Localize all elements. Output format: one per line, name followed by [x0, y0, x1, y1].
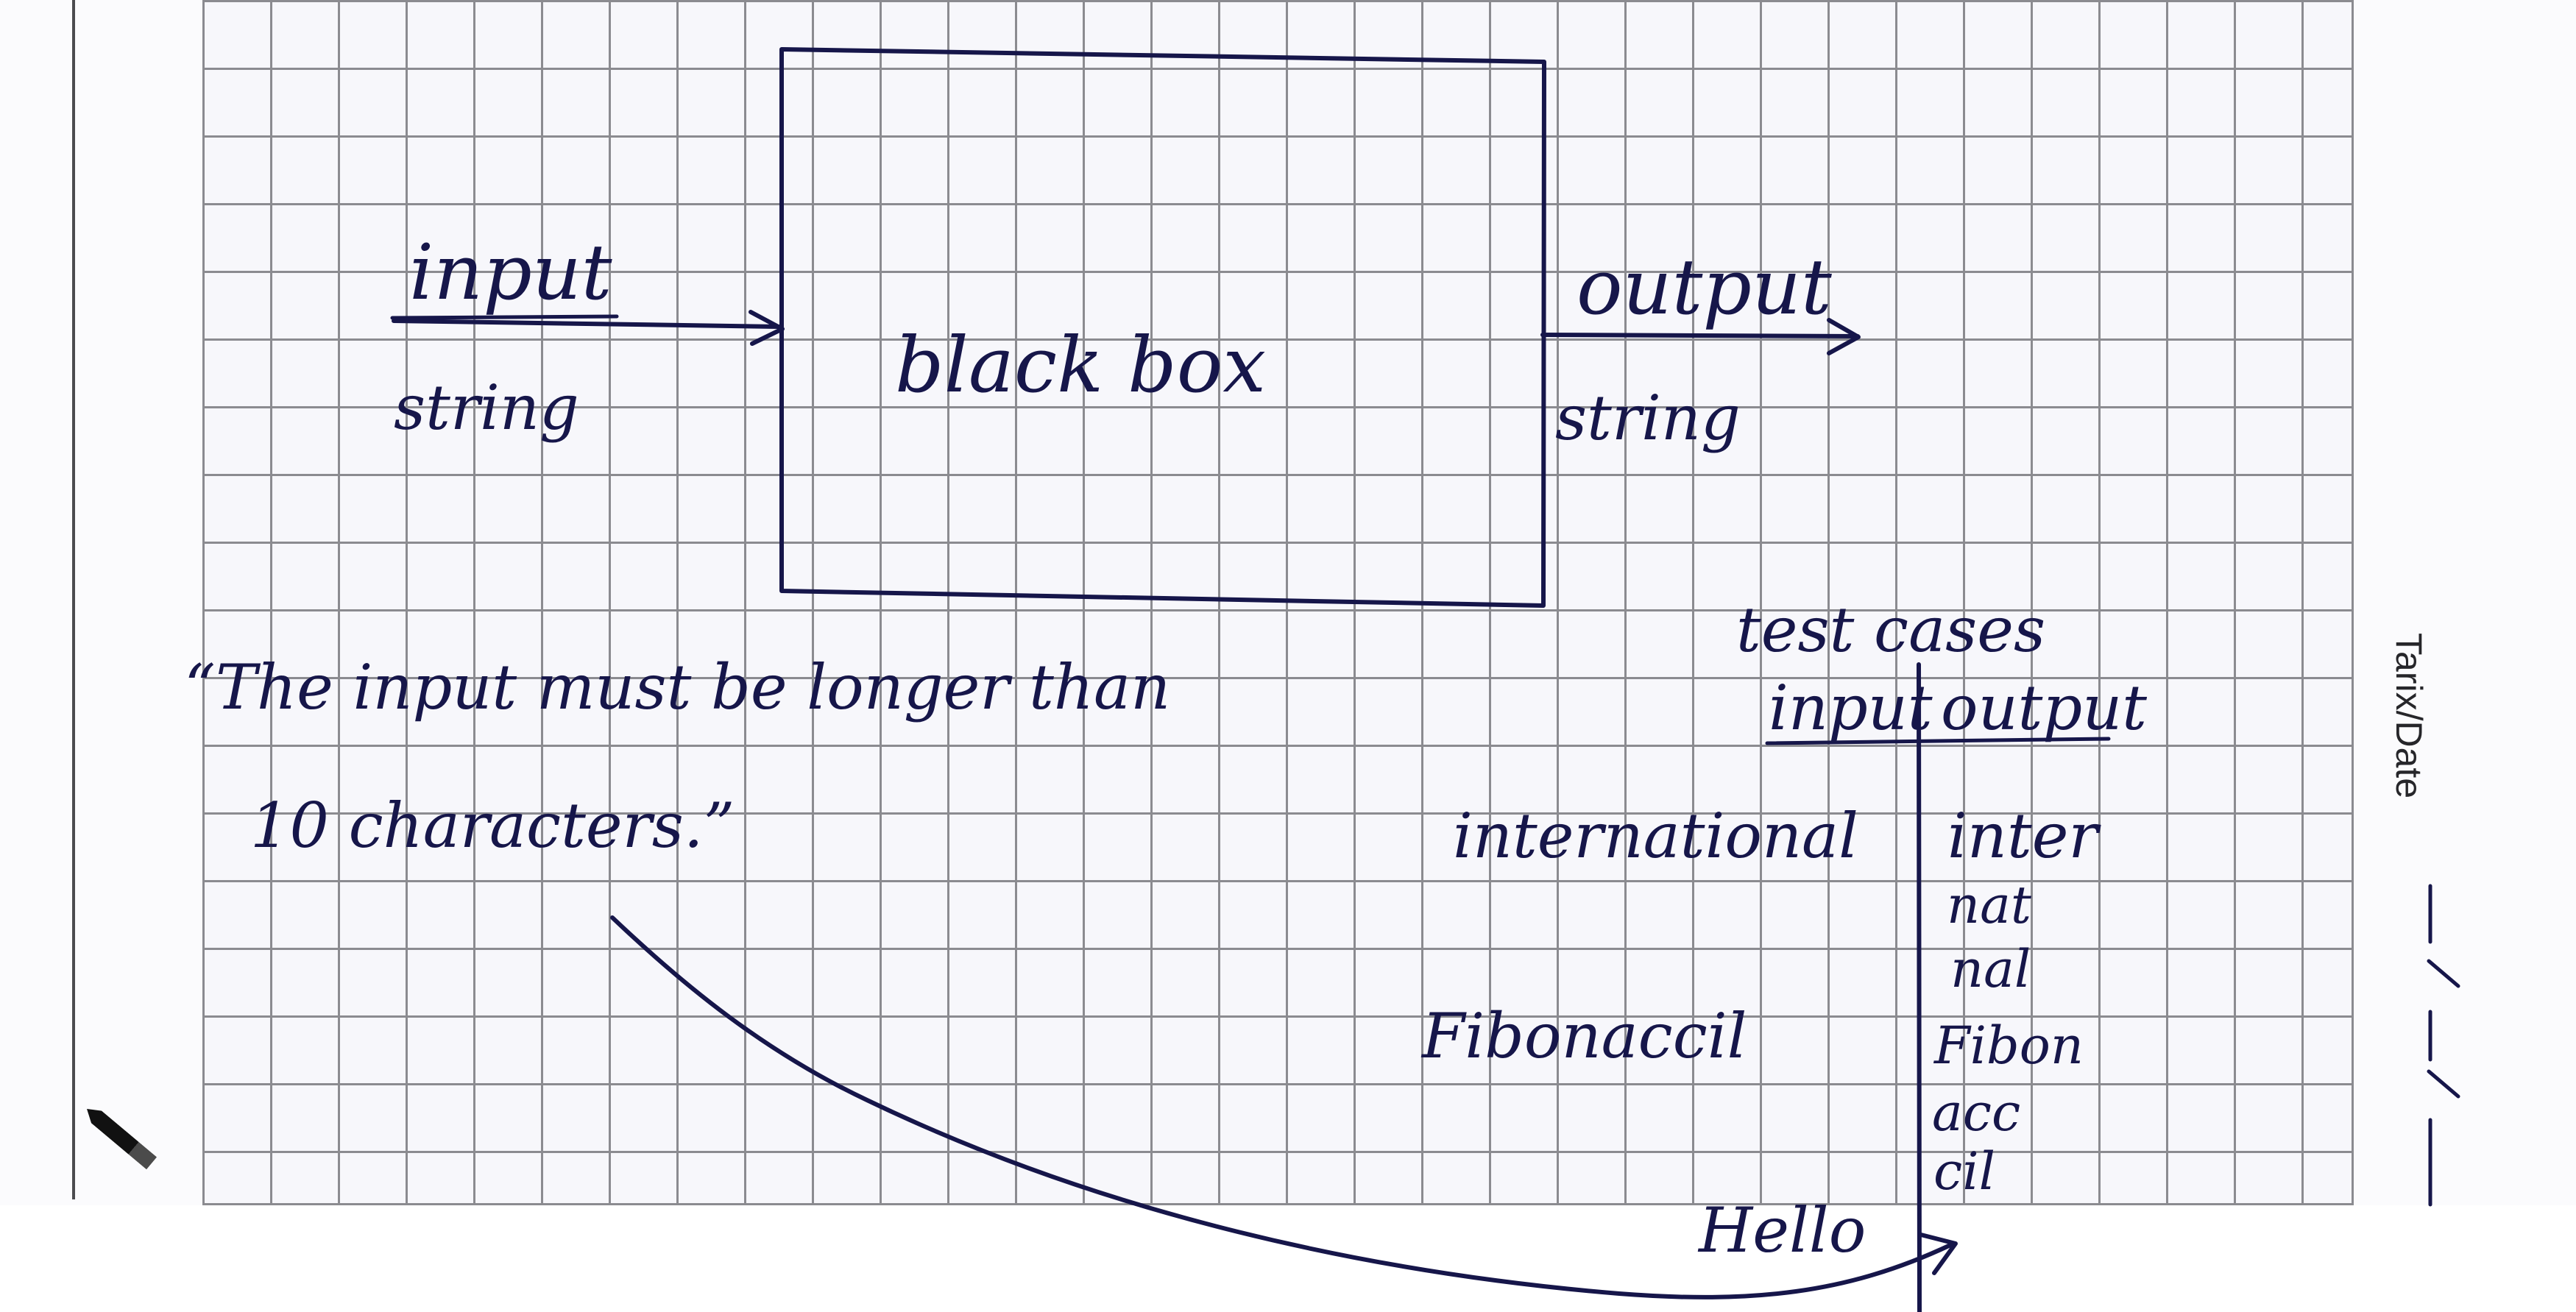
output-arrow-head	[1827, 318, 1861, 355]
hello-arrow-head	[1919, 1233, 1958, 1275]
input-type-label: string	[394, 372, 579, 444]
test-output-fibonaccil-line-2: acc	[1932, 1082, 2021, 1143]
left-margin-line	[72, 0, 75, 1199]
black-box-label: black box	[895, 320, 1267, 410]
graph-paper-grid	[202, 0, 2354, 1205]
test-output-international-line-3: nal	[1950, 939, 2031, 999]
output-type-label: string	[1555, 382, 1741, 454]
input-arrow-line	[392, 319, 781, 329]
test-input-hello: Hello	[1699, 1194, 1866, 1266]
test-cases-output-header: output	[1941, 672, 2148, 744]
input-underline	[390, 314, 619, 320]
date-slash-2	[2427, 1069, 2460, 1099]
date-slash-1	[2427, 959, 2460, 988]
date-label: Tarix/Date	[2388, 633, 2430, 799]
test-input-fibonaccil: Fibonaccil	[1422, 1000, 1747, 1072]
output-label: output	[1577, 242, 1832, 332]
test-output-fibonaccil-line-3: cil	[1933, 1141, 1995, 1202]
paper-bottom-edge	[0, 1205, 2576, 1312]
requirement-text-line-1: “The input must be longer than	[184, 651, 1171, 723]
test-output-international-line-2: nat	[1947, 875, 2031, 935]
output-arrow-line	[1540, 333, 1860, 338]
test-cases-input-header: input	[1769, 672, 1933, 744]
test-cases-input-underline	[1765, 737, 2111, 745]
requirement-text-line-2: 10 characters.”	[250, 790, 735, 862]
input-label: input	[409, 227, 612, 317]
test-output-fibonaccil-line-1: Fibon	[1934, 1015, 2084, 1076]
hello-connection-curve	[610, 915, 1953, 1299]
black-box-outline	[779, 47, 1546, 608]
input-arrow-head	[749, 310, 785, 346]
test-cases-title: test cases	[1736, 594, 2046, 666]
test-input-international: international	[1453, 800, 1859, 872]
test-output-international-line-1: inter	[1947, 800, 2098, 872]
